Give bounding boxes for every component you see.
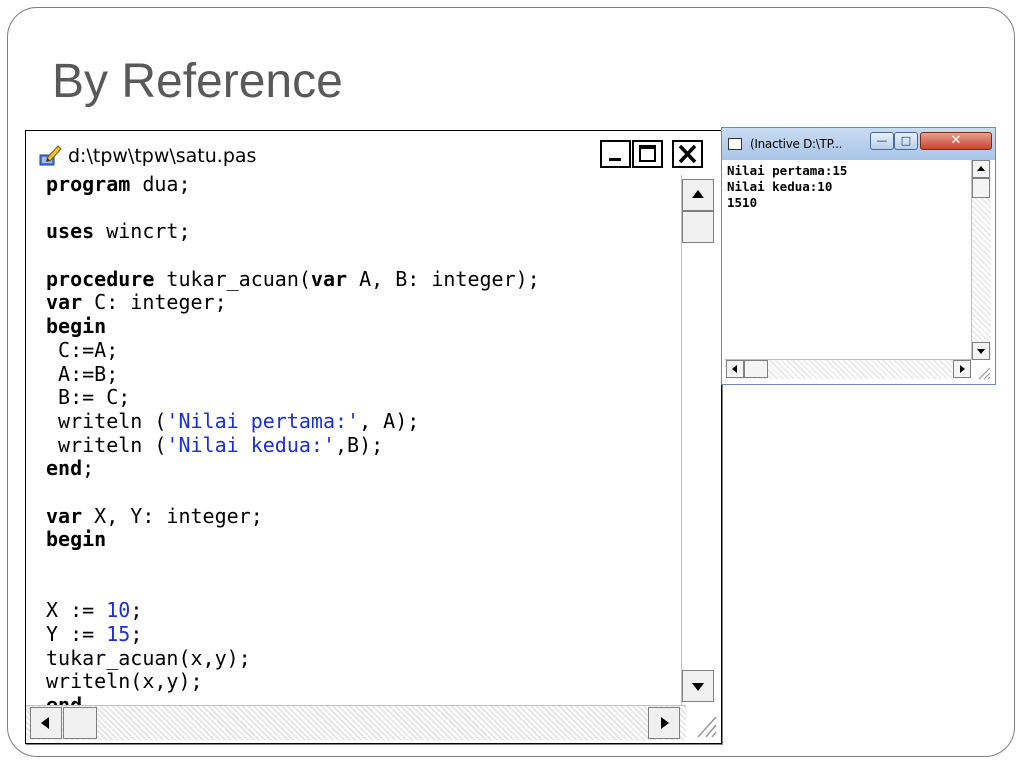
- output-titlebar[interactable]: (Inactive D:\TP... — □ ✕: [722, 128, 995, 160]
- code-text: C: integer;: [82, 290, 227, 315]
- code-line: [46, 197, 686, 221]
- code-line: var C: integer;: [46, 291, 686, 315]
- code-text: A, B: integer);: [347, 266, 540, 291]
- code-line: A:=B;: [46, 361, 686, 387]
- code-text: dua;: [130, 172, 191, 196]
- code-line: begin: [46, 527, 686, 552]
- code-keyword: uses: [46, 219, 95, 244]
- output-horizontal-thumb[interactable]: [744, 360, 768, 378]
- console-output: Nilai pertama:15 Nilai kedua:10 1510: [727, 163, 847, 211]
- horizontal-scrollbar[interactable]: [26, 705, 686, 740]
- output-scroll-up-button[interactable]: [972, 160, 990, 178]
- code-keyword: var: [46, 503, 83, 528]
- code-keyword: var: [46, 290, 83, 315]
- scroll-down-button[interactable]: [682, 670, 714, 702]
- code-line: [46, 552, 686, 576]
- output-line: 1510: [727, 195, 758, 210]
- code-keyword: program: [46, 172, 131, 196]
- output-window-title: (Inactive D:\TP...: [750, 137, 843, 151]
- output-horizontal-scrollbar[interactable]: [725, 359, 971, 379]
- code-line: [46, 481, 686, 505]
- code-line: C:=A;: [46, 337, 686, 363]
- code-line: writeln ('Nilai pertama:', A);: [46, 408, 686, 434]
- editor-window-title: d:\tpw\tpw\satu.pas: [68, 145, 257, 167]
- code-string: 'Nilai kedua:': [166, 432, 335, 457]
- resize-grip-icon[interactable]: [688, 707, 718, 739]
- code-text: C:=A;: [46, 337, 119, 362]
- output-maximize-button[interactable]: □: [894, 132, 918, 150]
- code-line: program dua;: [46, 172, 686, 197]
- scroll-right-button[interactable]: [648, 707, 680, 739]
- code-text: ,B);: [335, 432, 384, 457]
- vertical-scrollbar[interactable]: [681, 175, 716, 705]
- code-keyword: begin: [46, 527, 107, 552]
- code-line: writeln(x,y);: [46, 670, 686, 694]
- code-text: B:= C;: [46, 385, 131, 410]
- code-line: procedure tukar_acuan(var A, B: integer)…: [46, 266, 686, 292]
- output-scroll-left-button[interactable]: [726, 360, 744, 378]
- close-button[interactable]: [672, 140, 703, 168]
- output-close-button[interactable]: ✕: [920, 132, 992, 150]
- code-line: X := 10;: [46, 599, 686, 623]
- output-resize-grip-icon[interactable]: [974, 363, 992, 381]
- minimize-icon: —: [876, 134, 888, 147]
- editor-pen-icon: [39, 145, 62, 166]
- maximize-icon: [639, 145, 656, 162]
- minimize-icon: [609, 158, 621, 161]
- output-line: Nilai kedua:10: [727, 179, 833, 194]
- close-icon: ✕: [950, 133, 962, 148]
- code-text: ;: [130, 622, 143, 647]
- maximize-button[interactable]: [632, 140, 663, 168]
- code-text: X, Y: integer;: [82, 503, 263, 528]
- code-line: tukar_acuan(x,y);: [46, 645, 686, 671]
- output-minimize-button[interactable]: —: [870, 132, 894, 150]
- horizontal-scroll-thumb[interactable]: [63, 707, 97, 739]
- code-text: ;: [130, 598, 143, 623]
- code-keyword: var: [310, 266, 348, 291]
- code-line: begin: [46, 314, 686, 339]
- code-text: ;: [82, 456, 95, 481]
- scroll-thumb[interactable]: [682, 211, 714, 243]
- code-line: var X, Y: integer;: [46, 503, 686, 529]
- code-line: [46, 576, 686, 600]
- code-text: tukar_acuan(: [154, 266, 311, 291]
- code-line: writeln ('Nilai kedua:',B);: [46, 432, 686, 458]
- code-editor-text[interactable]: program dua; uses wincrt; procedure tukar_…: [46, 172, 686, 717]
- close-icon: [678, 144, 697, 164]
- code-line: uses wincrt;: [46, 220, 686, 244]
- code-text: , A);: [359, 408, 420, 433]
- editor-window[interactable]: d:\tpw\tpw\satu.pas program dua; uses win…: [25, 130, 722, 744]
- code-number: 15: [106, 622, 131, 647]
- code-text: Y :=: [46, 622, 107, 647]
- output-line: Nilai pertama:15: [727, 163, 848, 178]
- code-keyword: begin: [46, 314, 107, 339]
- code-text: tukar_acuan(x,y);: [46, 645, 251, 670]
- slide-title: By Reference: [52, 55, 343, 108]
- output-scroll-right-button[interactable]: [953, 360, 971, 378]
- code-line: Y := 15;: [46, 622, 686, 647]
- code-keyword: procedure: [46, 266, 155, 291]
- output-scroll-down-button[interactable]: [972, 342, 990, 360]
- minimize-button[interactable]: [600, 140, 631, 168]
- scroll-up-button[interactable]: [682, 179, 714, 211]
- output-vertical-scrollbar[interactable]: [971, 160, 991, 360]
- code-keyword: end: [46, 456, 83, 481]
- output-window[interactable]: (Inactive D:\TP... — □ ✕ Nilai pertama:1…: [721, 127, 996, 385]
- code-text: wincrt;: [94, 219, 191, 244]
- maximize-icon: □: [900, 134, 912, 147]
- output-scroll-thumb[interactable]: [972, 178, 990, 198]
- code-line: B:= C;: [46, 385, 686, 410]
- scroll-left-button[interactable]: [30, 707, 62, 739]
- code-text: writeln (: [46, 432, 167, 457]
- code-text: writeln(x,y);: [46, 669, 203, 694]
- code-text: X :=: [46, 598, 107, 623]
- code-number: 10: [106, 598, 131, 623]
- code-line: end;: [46, 456, 686, 481]
- code-line: [46, 244, 686, 268]
- code-text: A:=B;: [46, 361, 119, 386]
- console-window-icon: [728, 138, 742, 150]
- editor-titlebar[interactable]: d:\tpw\tpw\satu.pas: [26, 131, 721, 175]
- code-string: 'Nilai pertama:': [166, 408, 360, 433]
- code-text: writeln (: [46, 408, 167, 433]
